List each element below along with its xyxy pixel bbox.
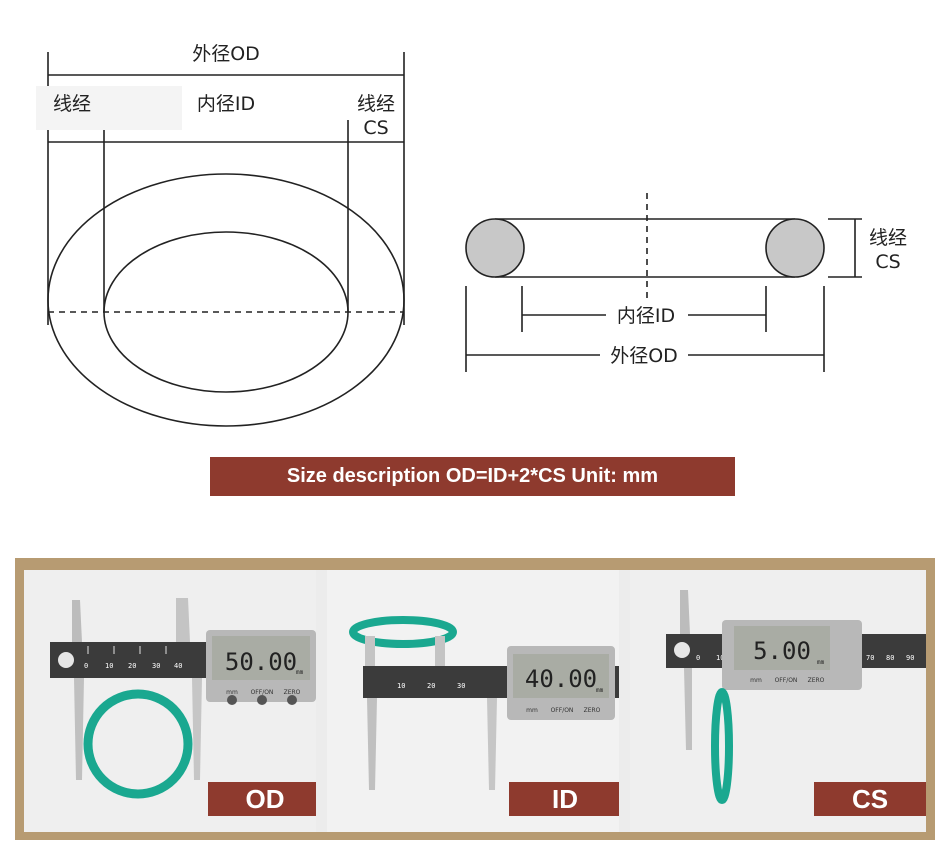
photo-id-measurement: 10 20 30 40.00 mm mm OFF/ON ZERO ID: [327, 570, 619, 832]
id-label-left: 内径ID: [197, 93, 255, 115]
label-id: ID: [509, 782, 619, 816]
scale-num-10: 10: [716, 654, 724, 662]
btn-mm: mm: [750, 677, 762, 684]
label-od: OD: [208, 782, 316, 816]
size-description-banner: Size description OD=ID+2*CS Unit: mm: [210, 457, 735, 496]
scale-num-30: 30: [457, 682, 465, 690]
blurred-area: [36, 86, 182, 130]
btn-zero: ZERO: [584, 707, 601, 714]
lcd-unit: mm: [596, 687, 604, 694]
cs-label-section-line2: CS: [875, 251, 900, 273]
scale-num-90: 90: [906, 654, 914, 662]
scale-num-40: 40: [174, 662, 182, 670]
label-cs: CS: [814, 782, 926, 816]
scale-num-20: 20: [128, 662, 136, 670]
photo-od-measurement: 0 10 20 30 40 50.00 mm mm OFF/ON ZERO OD: [24, 570, 316, 832]
cs-label-section-line1: 线经: [869, 227, 907, 249]
caliper-id-illustration: 10 20 30 40.00 mm mm OFF/ON ZERO: [349, 616, 619, 790]
lcd-unit: mm: [296, 669, 304, 676]
scale-num-0: 0: [696, 654, 700, 662]
brand-logo-icon: [58, 652, 74, 668]
o-ring-cs: [711, 688, 733, 804]
btn-mm: mm: [526, 707, 538, 714]
btn-mm: mm: [226, 689, 238, 696]
o-ring-od: [83, 689, 193, 799]
btn-zero: ZERO: [808, 677, 825, 684]
lcd-screen: [513, 654, 609, 698]
scale-num-30: 30: [152, 662, 160, 670]
scale-num-20: 20: [427, 682, 435, 690]
dimension-diagram: 外径OD 内径ID 线经 线经 CS 线经 CS 内径ID 外径OD: [36, 43, 907, 427]
lcd-unit: mm: [817, 659, 825, 666]
cross-section-right-circle: [765, 218, 825, 278]
scale-num-0: 0: [84, 662, 88, 670]
caliper-od-illustration: 0 10 20 30 40 50.00 mm mm OFF/ON ZERO: [50, 598, 316, 799]
measurement-photos-frame: 0 10 20 30 40 50.00 mm mm OFF/ON ZERO OD: [15, 558, 935, 840]
o-ring-id: [349, 616, 457, 648]
btn-zero: ZERO: [284, 689, 301, 696]
cs-label-right-line1: 线经: [357, 93, 395, 115]
ring-cross-section: [465, 193, 862, 372]
cross-section-left-circle: [465, 218, 525, 278]
id-label-section: 内径ID: [617, 305, 675, 327]
lcd-reading-id: 40.00: [525, 665, 597, 693]
caliper-cs-illustration: 0 10 70 80 90 5.00 mm mm OFF/ON ZERO: [666, 590, 926, 804]
cs-label-right-line2: CS: [363, 117, 388, 139]
ring-top-view: [47, 52, 405, 427]
lcd-reading-od: 50.00: [225, 648, 297, 676]
lcd-reading-cs: 5.00: [753, 637, 811, 665]
lcd-screen: [734, 626, 830, 670]
photo-cs-measurement: 0 10 70 80 90 5.00 mm mm OFF/ON ZERO CS: [630, 570, 926, 832]
btn-offon: OFF/ON: [251, 689, 274, 696]
btn-offon: OFF/ON: [551, 707, 574, 714]
btn-offon: OFF/ON: [775, 677, 798, 684]
cs-label-left-partial-line1: 线经: [53, 93, 91, 115]
scale-num-10: 10: [397, 682, 405, 690]
brand-logo-icon: [674, 642, 690, 658]
measurement-photos: 0 10 20 30 40 50.00 mm mm OFF/ON ZERO OD: [24, 570, 926, 832]
lcd-screen: [212, 636, 310, 680]
scale-num-80: 80: [886, 654, 894, 662]
scale-num-70: 70: [866, 654, 874, 662]
scale-num-10: 10: [105, 662, 113, 670]
od-label-left: 外径OD: [192, 43, 260, 65]
outer-ellipse: [47, 173, 405, 427]
od-label-section: 外径OD: [610, 345, 678, 367]
